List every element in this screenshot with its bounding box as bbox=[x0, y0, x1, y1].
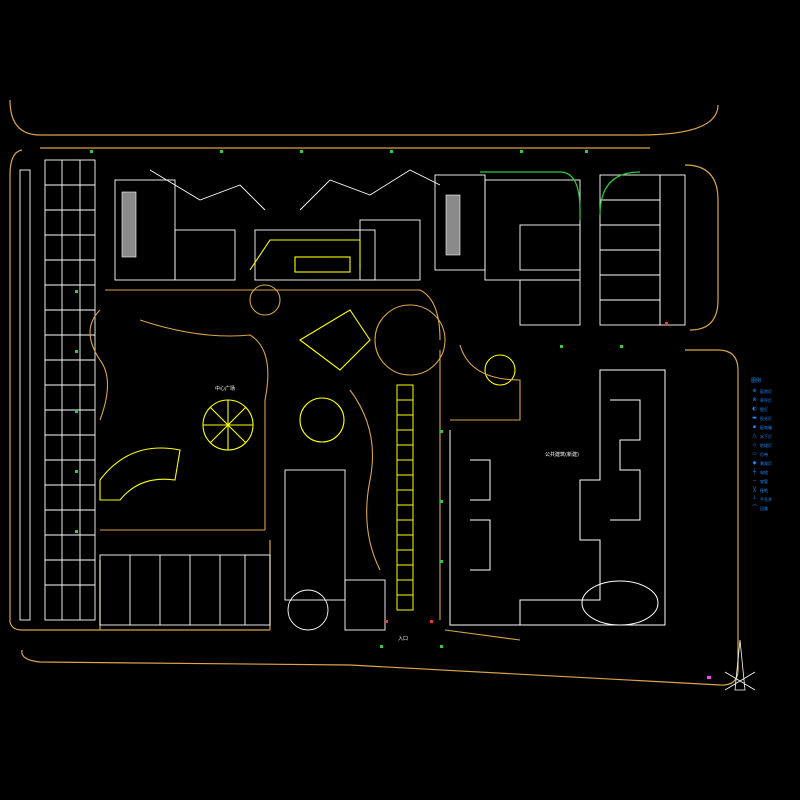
legend-symbol: ∽ bbox=[752, 478, 757, 484]
legend-label: 接地 bbox=[760, 488, 768, 493]
building-label-1: 公共建筑(新建) bbox=[545, 451, 579, 458]
green-parking bbox=[480, 171, 641, 220]
light-fixtures-green bbox=[75, 150, 623, 648]
internal-paths bbox=[89, 284, 521, 641]
building-label-2: 中心广场 bbox=[215, 385, 235, 392]
legend-item: ∽穿管 bbox=[751, 477, 797, 486]
legend-item: ⊗草坪灯 bbox=[751, 396, 797, 405]
legend-symbol: △ bbox=[752, 433, 757, 439]
hatched-blocks bbox=[121, 191, 461, 258]
south-commercial-row bbox=[99, 469, 386, 631]
west-residential-row bbox=[19, 159, 96, 621]
red-markers bbox=[385, 322, 668, 623]
legend-title: 图例 bbox=[751, 378, 762, 384]
landscape-plaza bbox=[99, 239, 516, 501]
legend-label: 灯带 bbox=[760, 452, 768, 457]
legend-label: 投光灯 bbox=[760, 416, 772, 421]
legend-label: 手孔井 bbox=[760, 497, 772, 502]
legend-label: 壁灯 bbox=[760, 407, 768, 412]
legend-label: 电缆 bbox=[760, 470, 768, 475]
legend-symbol: ▪ bbox=[752, 424, 757, 430]
legend-item: ▬投光灯 bbox=[751, 414, 797, 423]
legend-item: ◇地埋灯 bbox=[751, 441, 797, 450]
legend-label: 庭院灯 bbox=[760, 389, 772, 394]
legend-item: ⊕庭院灯 bbox=[751, 387, 797, 396]
building-label-3: 入口 bbox=[398, 636, 408, 642]
legend-label: 地埋灯 bbox=[760, 443, 772, 448]
legend-label: 回路 bbox=[760, 506, 768, 511]
legend-symbol: ◆ bbox=[752, 460, 757, 466]
legend-label: 配电箱 bbox=[760, 425, 772, 430]
legend-item: ╳ 接地 bbox=[751, 486, 797, 495]
legend-symbol: ⊗ bbox=[752, 397, 757, 403]
legend-label: 景观灯 bbox=[760, 461, 772, 466]
site-boundary bbox=[9, 99, 739, 686]
legend-item: ▪配电箱 bbox=[751, 423, 797, 432]
large-public-building bbox=[449, 369, 666, 626]
north-building-cluster bbox=[114, 169, 581, 326]
legend-symbol: ┴ bbox=[752, 496, 756, 502]
legend-symbol: ▬ bbox=[752, 415, 757, 421]
legend-item: ◐壁灯 bbox=[751, 405, 797, 414]
legend-symbol: ▭ bbox=[752, 451, 757, 457]
legend-symbol: ◐ bbox=[752, 406, 757, 412]
legend-label: 草坪灯 bbox=[760, 398, 772, 403]
legend-symbol: ╳ bbox=[752, 487, 756, 493]
legend-symbol: ⊕ bbox=[752, 388, 757, 394]
legend-item: ◆景观灯 bbox=[751, 459, 797, 468]
legend-item: ┼ 电缆 bbox=[751, 468, 797, 477]
legend-item: ┴ 手孔井 bbox=[751, 495, 797, 504]
legend-symbol: ⌒ bbox=[751, 505, 757, 511]
legend-symbol: ┼ bbox=[752, 469, 756, 475]
paving-strip bbox=[396, 384, 414, 611]
legend-item: ⌒回路 bbox=[751, 504, 797, 513]
legend-label: 穿管 bbox=[760, 479, 768, 484]
legend-item: △水下灯 bbox=[751, 432, 797, 441]
legend-item: ▭灯带 bbox=[751, 450, 797, 459]
north-arrow bbox=[707, 639, 756, 691]
legend-label: 水下灯 bbox=[760, 434, 772, 439]
northeast-residential bbox=[599, 174, 686, 326]
legend-symbol: ◇ bbox=[752, 442, 757, 448]
legend: 图例 ⊕庭院灯 ⊗草坪灯 ◐壁灯 ▬投光灯 ▪配电箱 △水下灯 ◇地埋灯 ▭灯带… bbox=[751, 378, 797, 513]
